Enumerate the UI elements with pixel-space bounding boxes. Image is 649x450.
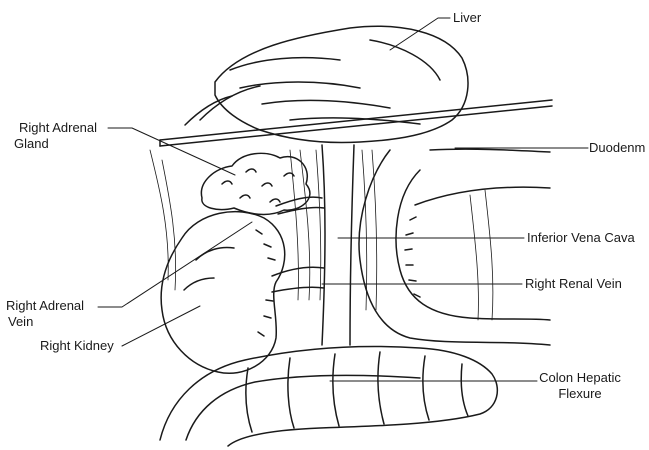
renal-vein-shape bbox=[272, 267, 324, 292]
label-duodenum: Duodenm bbox=[589, 140, 645, 156]
retractor bbox=[160, 100, 552, 146]
label-right-adrenal-vein-line1: Right Adrenal bbox=[6, 298, 84, 314]
label-colon-hepatic-flexure: Colon Hepatic Flexure bbox=[530, 370, 630, 402]
label-right-adrenal-vein: Right Adrenal Vein bbox=[6, 298, 84, 330]
leader-lines bbox=[98, 18, 588, 381]
label-colon-hepatic-flexure-line1: Colon Hepatic bbox=[530, 370, 630, 386]
label-right-adrenal-gland-line2: Gland bbox=[10, 136, 106, 152]
label-inferior-vena-cava: Inferior Vena Cava bbox=[527, 230, 635, 246]
duodenum-shape bbox=[359, 149, 550, 345]
label-right-adrenal-vein-line2: Vein bbox=[6, 314, 84, 330]
label-right-renal-vein: Right Renal Vein bbox=[525, 276, 622, 292]
adrenal-vein-shape bbox=[276, 197, 324, 214]
kidney-shape bbox=[161, 212, 285, 374]
liver-shape bbox=[185, 26, 468, 142]
label-right-adrenal-gland: Right Adrenal Gland bbox=[10, 120, 106, 152]
label-colon-hepatic-flexure-line2: Flexure bbox=[530, 386, 630, 402]
colon-shape bbox=[160, 347, 497, 447]
ivc-shape bbox=[322, 145, 354, 345]
label-liver: Liver bbox=[453, 10, 481, 26]
label-right-kidney: Right Kidney bbox=[40, 338, 114, 354]
label-right-adrenal-gland-line1: Right Adrenal bbox=[10, 120, 106, 136]
fascia-fibers bbox=[150, 150, 493, 320]
